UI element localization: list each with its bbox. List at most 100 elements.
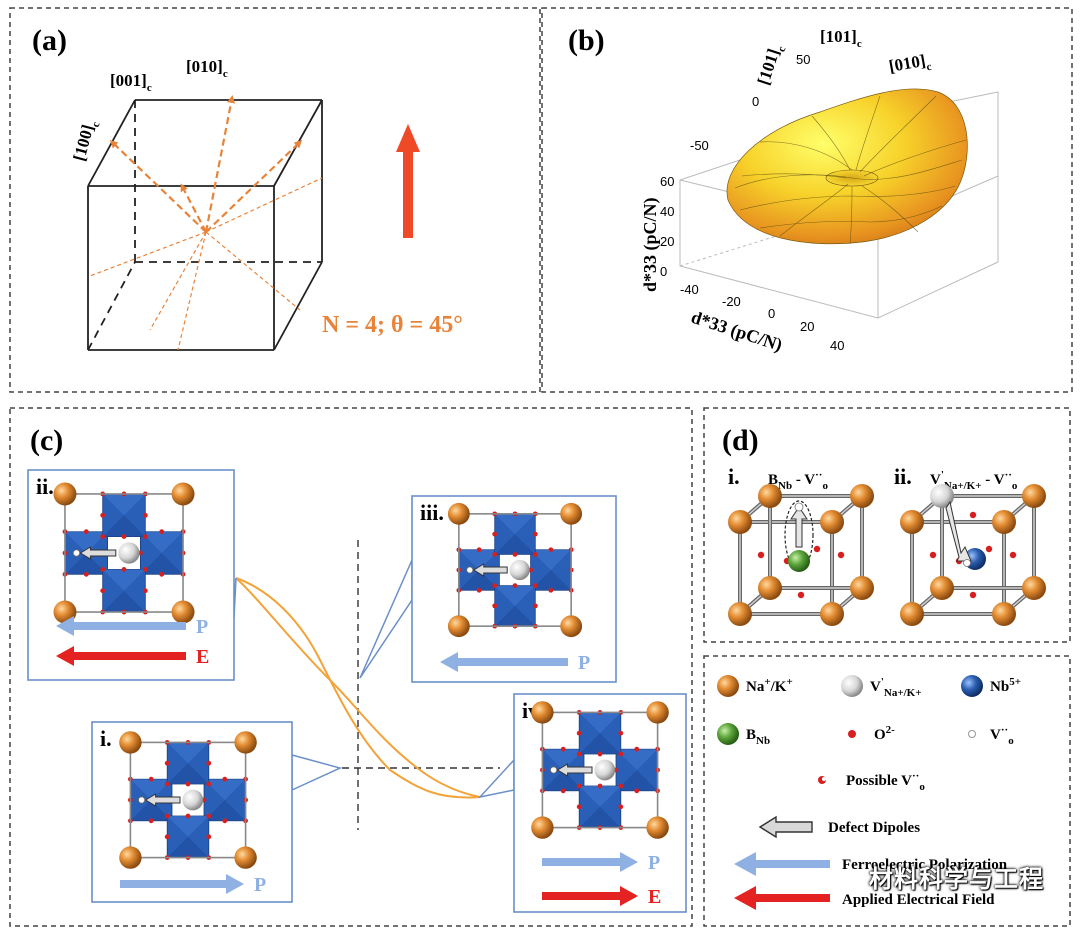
inset-iii: iii.P [359, 495, 617, 683]
oxygen-dot [148, 818, 154, 824]
oxygen-dot [100, 567, 106, 572]
oxygen-dot [121, 534, 127, 539]
a-site-sphere [53, 482, 77, 506]
field-arrow [456, 658, 568, 666]
a-site-sphere [646, 701, 669, 724]
oxygen-vacancy [138, 796, 146, 804]
panel-d-label: (d) [722, 424, 759, 457]
oxygen-vacancy [466, 566, 474, 574]
oxygen-dot [576, 804, 582, 810]
corner-sphere [728, 602, 752, 626]
oxygen-dot [985, 545, 993, 553]
oxygen-dot [634, 788, 640, 794]
defect-dipole-arrow [945, 500, 972, 562]
panel-c: (c) ii.PE iii.P i.P iv.PE [9, 407, 693, 927]
vacancy-sphere [118, 542, 140, 564]
oxygen-dot [560, 788, 566, 794]
defect-dipole-arrow [79, 546, 117, 560]
oxygen-dot [206, 834, 212, 840]
structure-ii-roman: ii. [894, 464, 912, 489]
oxygen-dot [512, 552, 518, 557]
structure-i-cube [728, 484, 874, 626]
oxygen-dot [185, 813, 191, 819]
vacancy-sphere [594, 759, 616, 781]
direction-label-001: [001]c [110, 71, 152, 94]
oxygen-dot [576, 783, 582, 789]
legend-possible-vacancy: Possible V··o [846, 770, 925, 793]
oxygen-vacancy-icon [968, 730, 976, 738]
oxygen-dot [576, 751, 582, 757]
corner-sphere [930, 484, 954, 508]
oxygen-dot [222, 776, 228, 782]
a-site-sphere [560, 502, 583, 525]
hysteresis-axes [330, 540, 500, 830]
direction-label-10-1: [101]c [754, 42, 789, 89]
svg-text:0: 0 [660, 264, 667, 279]
front-axis-ticks: -40 -20 0 20 40 [680, 282, 844, 353]
oxygen-dot [634, 746, 640, 752]
vertical-axis-label: d*33 (pC/N) [640, 197, 661, 292]
vacancy-sphere-icon [841, 675, 863, 697]
svg-text:20: 20 [800, 319, 814, 334]
oxygen-dot [797, 591, 805, 599]
oxygen-dot [206, 781, 212, 787]
legend-oxygen: O2- [874, 724, 895, 743]
oxygen-dot-icon [848, 730, 856, 738]
corner-sphere [820, 602, 844, 626]
oxygen-dot [813, 545, 821, 553]
arrow-label: E [196, 646, 209, 668]
oxygen-dot [548, 587, 554, 593]
oxygen-vacancy [72, 549, 81, 557]
oxygen-dot [148, 776, 154, 782]
panel-b-label: (b) [568, 24, 605, 57]
corner-sphere [758, 576, 782, 600]
oxygen-dot [929, 551, 937, 559]
oxygen-dot [164, 813, 170, 819]
panel-a-label: (a) [32, 24, 67, 57]
svg-text:0: 0 [768, 306, 775, 321]
oxygen-dot [164, 781, 170, 787]
legend-defect-dipoles: Defect Dipoles [828, 820, 920, 836]
params-text: N = 4; θ = 45° [322, 312, 463, 338]
oxygen-dot [121, 567, 127, 572]
cubic-cell [87, 99, 323, 351]
a-site-sphere [119, 846, 142, 869]
oxygen-dot [757, 551, 765, 559]
watermark: 材料科学与工程 [869, 865, 1044, 893]
inset-i: i.P [91, 721, 343, 903]
direction-label-b-010: [010]c [887, 51, 932, 76]
structure-ii-title: V'Na+/K+ - V··o [930, 469, 1018, 492]
b-nb-sphere [788, 550, 810, 572]
panel-a: (a) [100]c [9, 7, 541, 393]
legend-b-nb: BNb [746, 727, 770, 747]
svg-text:20: 20 [660, 234, 674, 249]
oxygen-dot [969, 511, 977, 519]
corner-sphere [900, 510, 924, 534]
arrow-label: E [648, 886, 661, 908]
a-site-sphere [531, 816, 554, 839]
nb-sphere-icon [961, 675, 983, 697]
svg-text:[100]c: [100]c [70, 118, 103, 164]
field-arrow [542, 892, 622, 900]
oxygen-dot [618, 751, 624, 757]
legend-oxygen-vacancy: V··o [990, 724, 1014, 747]
oxygen-dot [222, 818, 228, 824]
oxygen-dot [837, 551, 845, 559]
back-axis-ticks: 50 0 -50 [690, 52, 810, 153]
a-site-sphere [531, 701, 554, 724]
oxygen-dot [532, 603, 538, 609]
a-site-sphere [560, 615, 583, 638]
legend-nb: Nb5+ [990, 676, 1021, 695]
vacancy-sphere [509, 559, 530, 581]
corner-sphere [728, 510, 752, 534]
oxygen-dot [1009, 551, 1017, 559]
vacancy-sphere [182, 789, 204, 811]
defect-dipole-arrow [790, 506, 808, 548]
svg-text:[101]c: [101]c [754, 42, 789, 89]
oxygen-dot [532, 552, 538, 557]
svg-text:-50: -50 [690, 138, 709, 153]
corner-sphere [900, 602, 924, 626]
oxygen-dot [548, 547, 554, 553]
defect-complex-outline [784, 500, 814, 570]
